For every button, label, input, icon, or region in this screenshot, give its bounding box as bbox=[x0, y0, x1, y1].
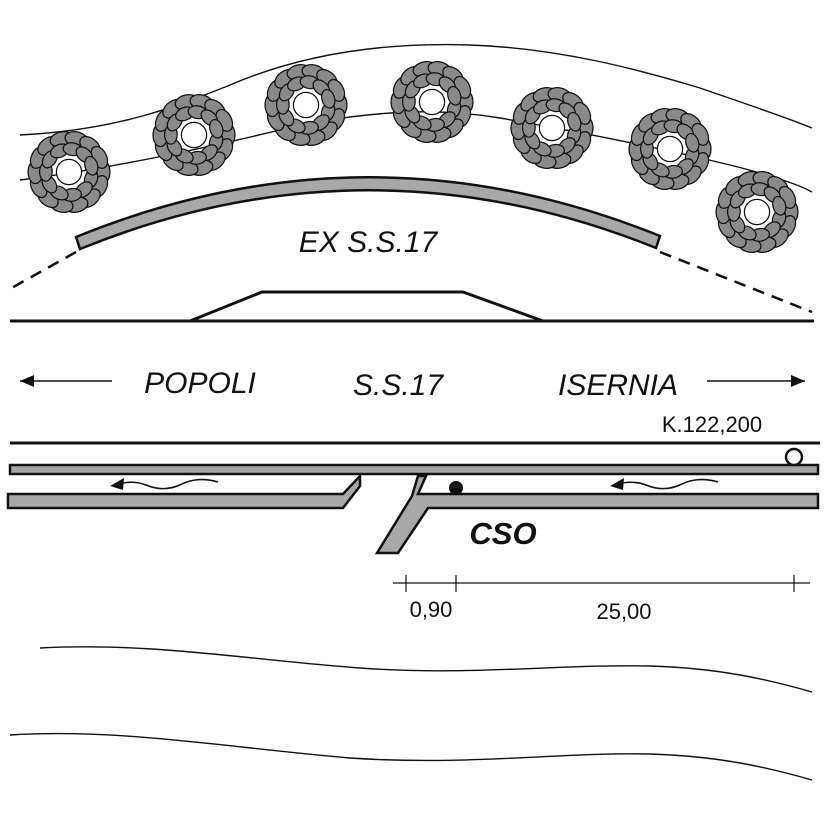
tree-icon bbox=[509, 84, 595, 172]
main-road-label: S.S.17 bbox=[353, 369, 444, 402]
lower-boundary-line-1 bbox=[39, 646, 813, 693]
old-road-label: EX S.S.17 bbox=[299, 226, 439, 259]
tree-icon bbox=[263, 61, 349, 149]
direction-right-label: ISERNIA bbox=[558, 369, 678, 402]
wavy-flow-arrow-icon-right bbox=[610, 478, 719, 490]
old-road-dashed-right bbox=[659, 250, 813, 314]
arrow-right-icon bbox=[707, 375, 805, 387]
filled-dot-icon bbox=[449, 481, 463, 495]
tree-icon bbox=[26, 128, 112, 216]
dimension-small-label: 0,90 bbox=[410, 597, 453, 622]
dimension-large-label: 25,00 bbox=[596, 599, 651, 624]
tree-icon bbox=[627, 105, 713, 193]
median-strip bbox=[8, 463, 820, 476]
arrow-left-icon bbox=[20, 375, 112, 387]
open-circle-icon bbox=[784, 447, 804, 467]
direction-left-label: POPOLI bbox=[144, 367, 256, 400]
tree-icon bbox=[714, 168, 800, 256]
old-road-arc bbox=[74, 176, 662, 251]
tree-icon bbox=[389, 58, 475, 146]
dimension-line bbox=[393, 575, 810, 592]
side-road-right-strip bbox=[374, 474, 820, 555]
side-road-left-strip bbox=[6, 472, 362, 510]
lower-boundary-line-2 bbox=[9, 732, 813, 781]
junction-label: CSO bbox=[469, 516, 536, 551]
tree-icon bbox=[151, 91, 237, 179]
old-road-dashed-left bbox=[7, 250, 77, 292]
traffic-island-outline bbox=[189, 290, 544, 323]
kilometer-label: K.122,200 bbox=[662, 412, 762, 437]
wavy-flow-arrow-icon bbox=[110, 478, 219, 490]
